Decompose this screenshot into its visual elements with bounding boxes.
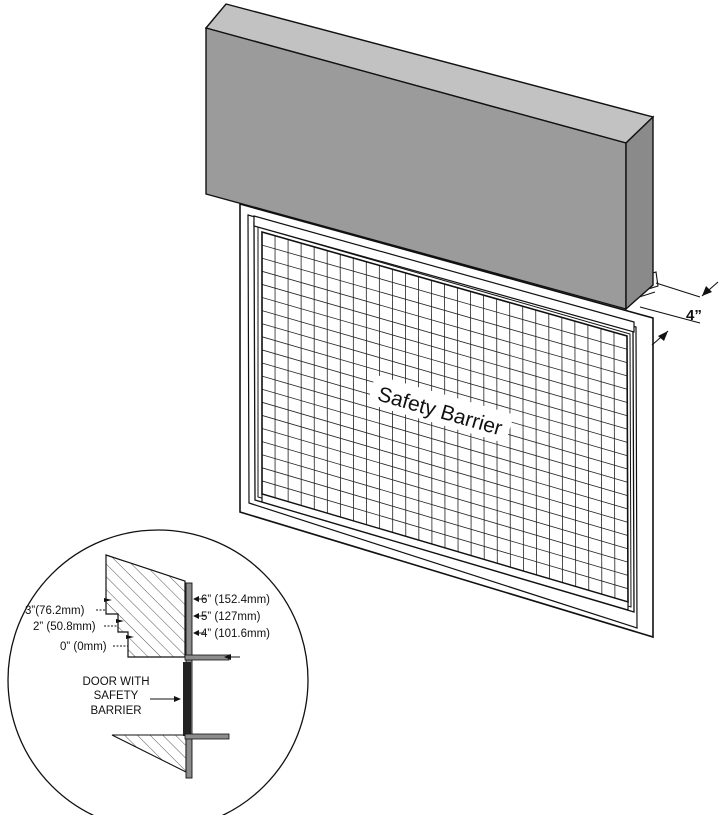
- label-2in: 2” (50.8mm): [33, 621, 96, 633]
- label-6in: 6” (152.4mm): [201, 594, 270, 606]
- housing-side: [625, 115, 654, 311]
- mesh-wire-horizontal: [262, 454, 628, 563]
- label-4in: 4” (101.6mm): [201, 628, 270, 640]
- main-view: Safety Barrier 4”: [204, 3, 719, 639]
- detail-view: 3”(76.2mm) 2” (50.8mm) 0” (0mm) 6” (152.…: [7, 529, 309, 815]
- clearance-dimension: 4”: [639, 281, 719, 346]
- mesh-wire-horizontal: [262, 284, 628, 390]
- mesh-wire-horizontal: [262, 388, 628, 496]
- mesh-wire-horizontal: [262, 310, 628, 417]
- label-3in: 3”(76.2mm): [25, 605, 85, 617]
- mesh-wire-horizontal: [262, 467, 628, 576]
- upper-flange: [184, 654, 230, 661]
- right-dimensions: 6” (152.4mm) 5” (127mm) 4” (101.6mm): [193, 594, 270, 640]
- mesh-wire-horizontal: [262, 415, 628, 523]
- clearance-label: 4”: [686, 307, 702, 324]
- door-caption: DOOR WITH SAFETY BARRIER: [82, 676, 181, 717]
- mesh-wire-horizontal: [262, 270, 628, 377]
- door-frame-inner: [257, 226, 632, 608]
- mesh-wire-horizontal: [262, 375, 628, 483]
- detail-circle: [7, 529, 309, 815]
- header-bar: [253, 215, 635, 333]
- flange-arrow: [224, 654, 240, 660]
- door-caption-line-2: SAFETY: [94, 690, 139, 702]
- mesh-wire-horizontal: [262, 257, 628, 363]
- wall-section-top: [105, 554, 186, 658]
- barrier-bottom-bar: [261, 493, 629, 611]
- mesh-wire-horizontal: [262, 401, 628, 510]
- left-dimensions: 3”(76.2mm) 2” (50.8mm) 0” (0mm): [25, 597, 134, 653]
- door-caption-line-3: BARRIER: [90, 705, 141, 717]
- lower-flange: [184, 733, 230, 740]
- mesh-wire-horizontal: [262, 336, 628, 443]
- mesh-wire-horizontal: [262, 297, 628, 403]
- label-5in: 5” (127mm): [201, 611, 261, 623]
- mesh-wire-horizontal: [262, 323, 628, 430]
- mesh-wire-horizontal: [262, 441, 628, 550]
- door-caption-line-1: DOOR WITH: [82, 676, 149, 688]
- door-panel: [183, 662, 191, 736]
- mesh-wire-horizontal: [262, 480, 628, 590]
- mesh-wire-horizontal: [262, 428, 628, 536]
- mesh-wire-horizontal: [262, 244, 628, 350]
- label-0in: 0” (0mm): [60, 641, 107, 653]
